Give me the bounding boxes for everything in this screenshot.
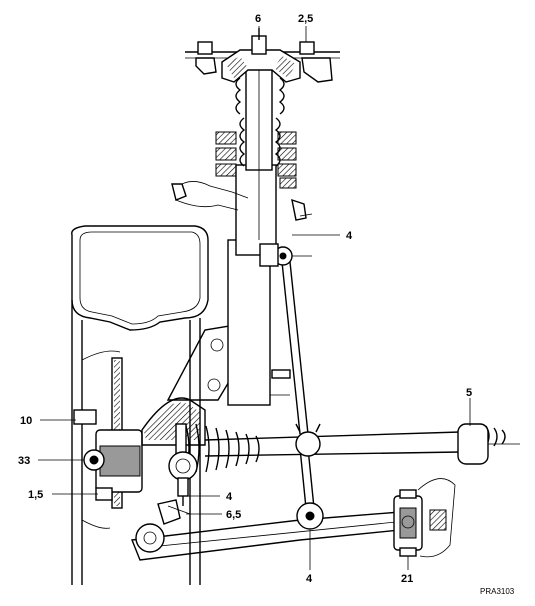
label-hub-upper: 10 bbox=[20, 415, 32, 427]
tyre-outline bbox=[71, 225, 209, 585]
ball-joint bbox=[168, 451, 198, 506]
strut-body bbox=[227, 59, 291, 406]
label-lower-center: 4 bbox=[306, 573, 313, 585]
label-hub-lower: 1,5 bbox=[28, 489, 43, 501]
label-top-right: 2,5 bbox=[298, 13, 313, 25]
label-lower-right: 21 bbox=[401, 573, 413, 585]
label-balljoint-low: 6,5 bbox=[226, 509, 241, 521]
label-strut-mid: 4 bbox=[346, 230, 353, 242]
label-top-center: 6 bbox=[255, 13, 261, 25]
callout-leaders bbox=[38, 26, 471, 570]
inner-cv-joint bbox=[457, 423, 520, 465]
stabilizer-link bbox=[259, 243, 315, 509]
label-drive-right: 5 bbox=[466, 387, 472, 399]
rear-bush bbox=[393, 478, 456, 558]
coil-spring-sections bbox=[215, 131, 297, 189]
top-mount bbox=[185, 28, 340, 83]
label-hub-center: 33 bbox=[18, 455, 30, 467]
label-balljoint: 4 bbox=[226, 491, 233, 503]
reference-code: PRA3103 bbox=[480, 587, 515, 596]
wheel-hub bbox=[73, 357, 206, 509]
lower-arm bbox=[131, 499, 422, 561]
brake-hose bbox=[171, 181, 313, 221]
drive-shaft bbox=[175, 423, 506, 473]
dust-boot-upper bbox=[235, 77, 285, 167]
